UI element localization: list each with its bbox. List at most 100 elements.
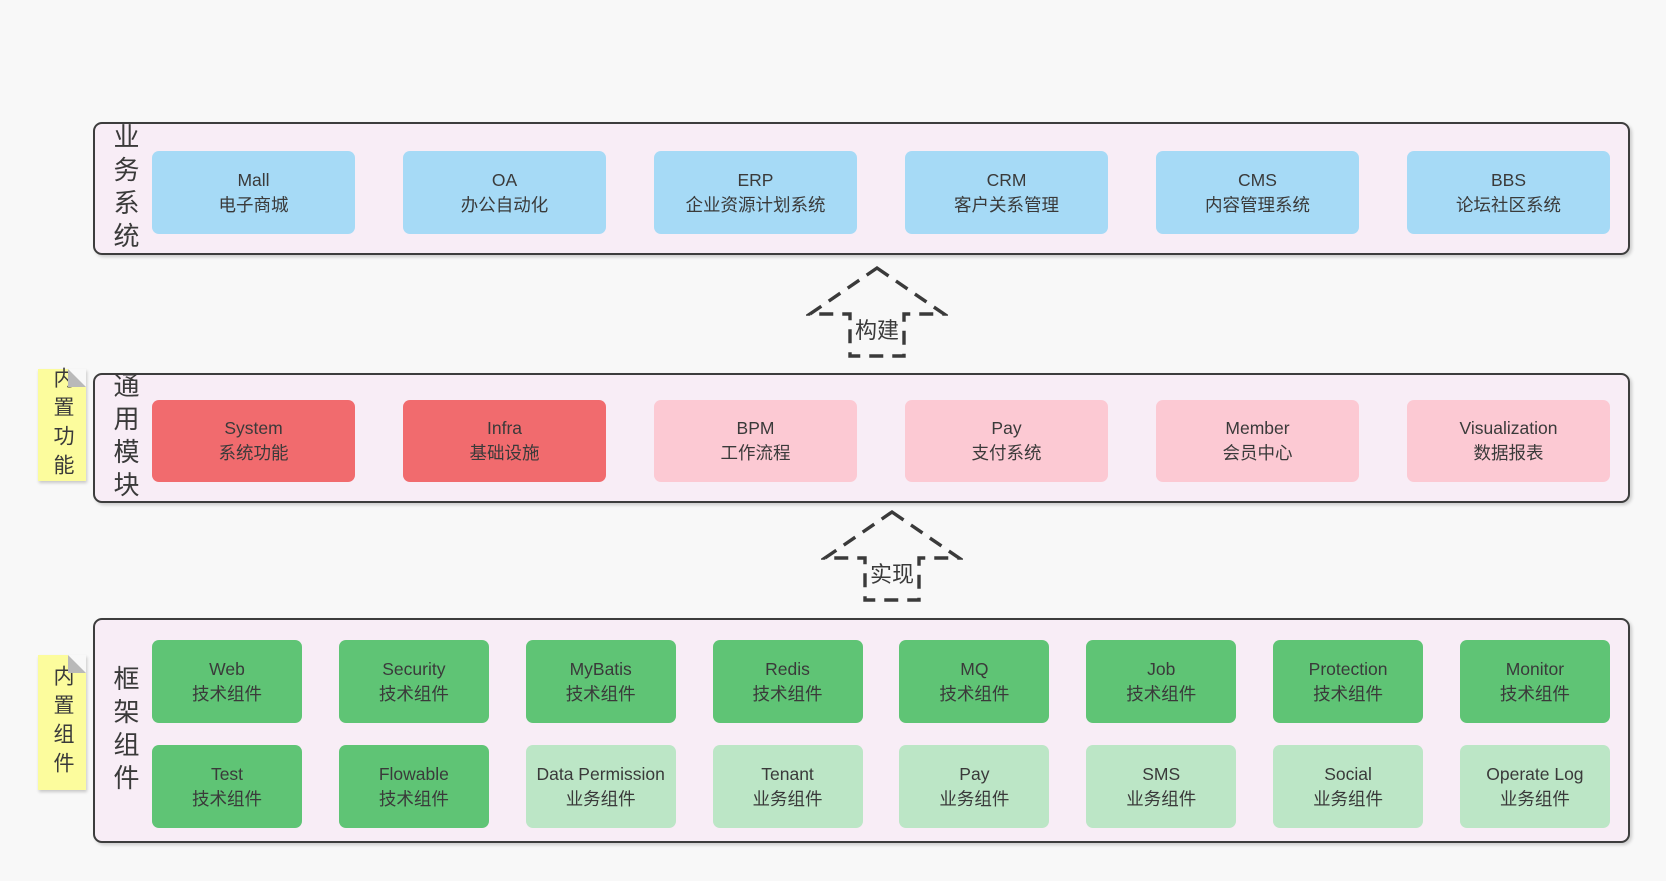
module-subtitle: 技术组件 (192, 788, 262, 809)
module-name: Social (1324, 763, 1372, 784)
module-subtitle: 技术组件 (1126, 683, 1197, 704)
arrow-build-icon: 构建 (804, 264, 950, 360)
module-name: MyBatis (569, 658, 632, 679)
module-subtitle: 业务组件 (1313, 788, 1384, 809)
module-subtitle: 企业资源计划系统 (685, 194, 826, 215)
module-box-flowable: Flowable 技术组件 (338, 745, 489, 828)
module-subtitle: 基础设施 (469, 443, 540, 463)
module-name: Visualization (1459, 418, 1558, 438)
module-box-bbs: BBS 论坛社区系统 (1407, 151, 1610, 234)
module-box-operate-log: Operate Log 业务组件 (1459, 745, 1610, 828)
module-name: BBS (1490, 169, 1527, 190)
sticky-note-label: 内置功能 (51, 367, 74, 483)
module-box-monitor: Monitor 技术组件 (1459, 640, 1610, 723)
module-subtitle: 业务组件 (939, 788, 1010, 809)
module-name: OA (491, 169, 518, 190)
module-name: CRM (986, 169, 1027, 190)
module-subtitle: 客户关系管理 (954, 194, 1059, 215)
section-business-systems: 业务系统 Mall 电子商城 OA 办公自动化 ERP 企业资源计划系统 CRM 客户关系管理… (93, 122, 1630, 255)
module-box-infra: Infra 基础设施 (403, 400, 606, 482)
module-box-security: Security 技术组件 (338, 640, 489, 723)
section-label-common-modules: 通用模块 (110, 372, 140, 504)
module-box-web: Web 技术组件 (152, 640, 302, 723)
module-box-mq: MQ 技术组件 (899, 640, 1050, 723)
module-subtitle: 业务组件 (565, 788, 636, 809)
module-subtitle: 论坛社区系统 (1456, 194, 1561, 215)
sticky-note-label: 内置组件 (51, 664, 74, 781)
module-box-mybatis: MyBatis 技术组件 (525, 640, 676, 723)
module-box-job: Job 技术组件 (1086, 640, 1237, 723)
module-box-protection: Protection 技术组件 (1273, 640, 1424, 723)
module-subtitle: 系统功能 (218, 443, 289, 463)
module-box-mall: Mall 电子商城 (152, 151, 355, 234)
module-subtitle: 技术组件 (192, 683, 262, 704)
module-name: Job (1147, 658, 1176, 679)
business-systems-row: Mall 电子商城 OA 办公自动化 ERP 企业资源计划系统 CRM 客户关系管理 CMS 内容… (152, 151, 1610, 234)
module-subtitle: 技术组件 (565, 683, 636, 704)
module-box-sms: SMS 业务组件 (1086, 745, 1237, 828)
module-subtitle: 支付系统 (971, 443, 1042, 463)
module-box-redis: Redis 技术组件 (712, 640, 863, 723)
module-subtitle: 内容管理系统 (1205, 194, 1310, 215)
module-subtitle: 业务组件 (1499, 788, 1570, 809)
module-subtitle: 技术组件 (1313, 683, 1384, 704)
module-name: CMS (1238, 169, 1277, 190)
module-name: SMS (1142, 763, 1181, 784)
section-label-business-systems: 业务系统 (110, 122, 140, 255)
module-subtitle: 技术组件 (378, 683, 449, 704)
module-box-test: Test 技术组件 (152, 745, 302, 828)
module-box-crm: CRM 客户关系管理 (905, 151, 1108, 234)
module-box-bpm: BPM 工作流程 (654, 400, 857, 482)
module-box-erp: ERP 企业资源计划系统 (654, 151, 857, 234)
module-subtitle: 电子商城 (218, 194, 289, 215)
module-name: ERP (737, 169, 774, 190)
module-subtitle: 业务组件 (1126, 788, 1197, 809)
module-box-data-permission: Data Permission 业务组件 (525, 745, 676, 828)
module-name: Pay (959, 763, 990, 784)
module-name: Security (382, 658, 446, 679)
module-name: Member (1225, 418, 1290, 438)
module-subtitle: 会员中心 (1222, 443, 1293, 463)
folded-corner-icon (68, 369, 86, 387)
module-name: Operate Log (1486, 763, 1584, 784)
module-subtitle: 技术组件 (939, 683, 1010, 704)
module-name: Mall (237, 169, 270, 190)
module-name: Monitor (1505, 658, 1565, 679)
module-name: Infra (486, 418, 523, 438)
module-name: Tenant (761, 763, 814, 784)
module-name: Web (209, 658, 245, 679)
folded-corner-icon (68, 655, 86, 673)
module-subtitle: 技术组件 (752, 683, 823, 704)
dashed-up-arrow-icon (804, 265, 950, 358)
module-name: Redis (765, 658, 810, 679)
module-subtitle: 技术组件 (378, 788, 449, 809)
module-subtitle: 办公自动化 (460, 194, 549, 215)
module-box-pay: Pay 支付系统 (905, 400, 1108, 482)
module-name: BPM (736, 418, 775, 438)
module-name: Data Permission (536, 763, 665, 784)
arrow-build-label: 构建 (851, 312, 903, 346)
sticky-note-built-in-features: 内置功能 (38, 367, 86, 483)
module-name: Flowable (378, 763, 449, 784)
module-box-member: Member 会员中心 (1156, 400, 1359, 482)
module-name: Protection (1308, 658, 1388, 679)
module-box-pay: Pay 业务组件 (899, 745, 1050, 828)
module-subtitle: 技术组件 (1499, 683, 1570, 704)
dashed-up-arrow-icon (819, 509, 965, 602)
module-name: Pay (991, 418, 1022, 438)
module-box-social: Social 业务组件 (1273, 745, 1424, 828)
section-label-framework-components: 框架组件 (110, 664, 140, 797)
module-name: Test (210, 763, 244, 784)
arrow-implement-icon: 实现 (819, 508, 965, 604)
framework-components-row-2: Test 技术组件 Flowable 技术组件 Data Permission 业务组件 T… (152, 745, 1610, 828)
module-subtitle: 工作流程 (720, 443, 791, 463)
module-name: MQ (960, 658, 989, 679)
arrow-implement-label: 实现 (866, 556, 918, 590)
